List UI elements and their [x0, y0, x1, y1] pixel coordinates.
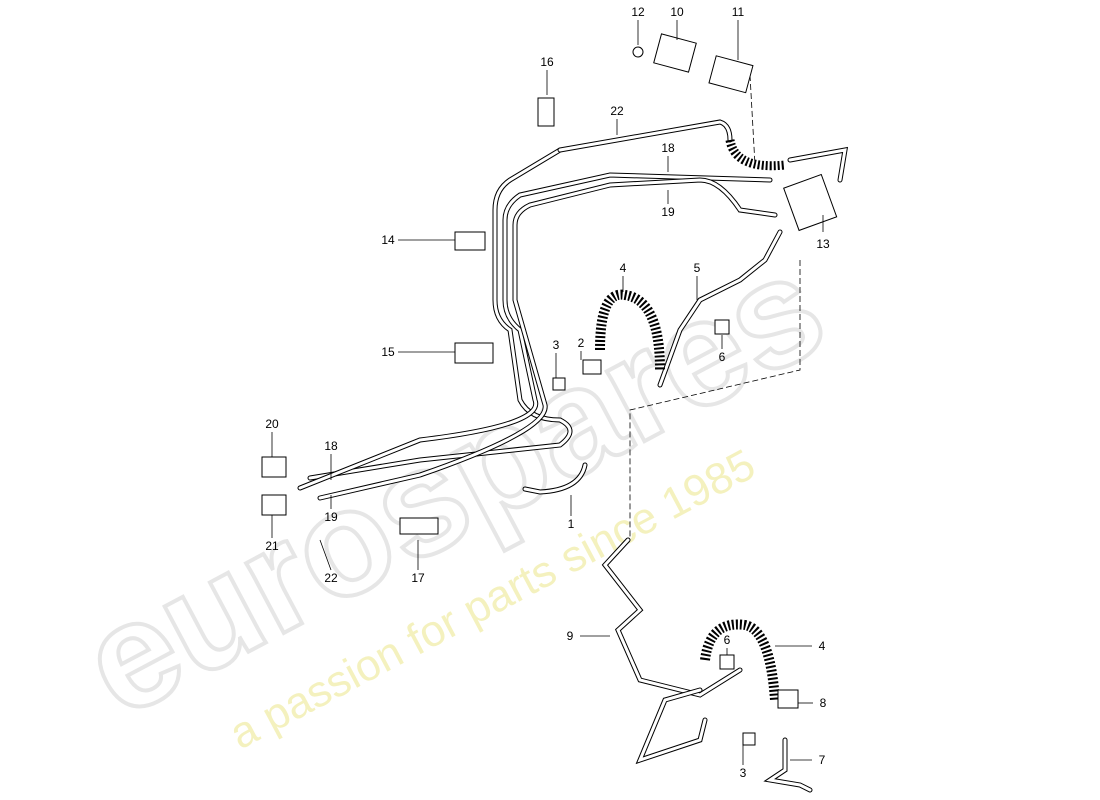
callout-22: 22 [610, 104, 624, 118]
callout-14: 14 [381, 233, 395, 247]
callout-2: 2 [578, 336, 585, 350]
components [261, 33, 838, 746]
bolt-3a [552, 377, 566, 391]
callout-6: 6 [719, 350, 726, 364]
grommet-6a [714, 319, 730, 335]
gasket-10 [653, 33, 697, 73]
callout-12: 12 [631, 5, 645, 19]
callout-3: 3 [553, 338, 560, 352]
gasket-11 [708, 55, 754, 94]
callouts: 12 10 11 16 22 18 19 14 13 4 5 3 2 6 15 … [265, 5, 830, 780]
grommet-6b [719, 654, 735, 670]
callout-9: 9 [567, 629, 574, 643]
callout-10: 10 [670, 5, 684, 19]
bracket-8 [777, 689, 799, 709]
callout-15: 15 [381, 345, 395, 359]
brake-lines [297, 74, 849, 793]
callout-20: 20 [265, 417, 279, 431]
callout-22b: 22 [324, 571, 338, 585]
callout-17: 17 [411, 571, 425, 585]
callout-8: 8 [820, 696, 827, 710]
callout-4b: 4 [819, 639, 826, 653]
callout-6b: 6 [724, 633, 731, 647]
callout-3b: 3 [740, 766, 747, 780]
block-21 [261, 494, 287, 516]
bracket-15 [454, 342, 494, 364]
nut-12 [632, 46, 644, 58]
callout-18b: 18 [324, 439, 338, 453]
callout-21: 21 [265, 539, 279, 553]
callout-1: 1 [568, 517, 575, 531]
bracket-2 [582, 359, 602, 375]
clip-16 [537, 97, 555, 127]
callout-19b: 19 [324, 510, 338, 524]
valve-block-13 [783, 173, 838, 232]
leader-lines [271, 20, 824, 765]
callout-4: 4 [620, 261, 627, 275]
bolt-3b [742, 732, 756, 746]
clip-14 [454, 231, 486, 251]
callout-19: 19 [661, 205, 675, 219]
callout-11: 11 [732, 5, 745, 19]
callout-13: 13 [816, 237, 830, 251]
callout-5: 5 [694, 261, 701, 275]
callout-18: 18 [661, 141, 675, 155]
block-20 [261, 456, 287, 478]
callout-7: 7 [819, 753, 826, 767]
clip-17 [399, 517, 439, 535]
callout-16: 16 [540, 55, 554, 69]
